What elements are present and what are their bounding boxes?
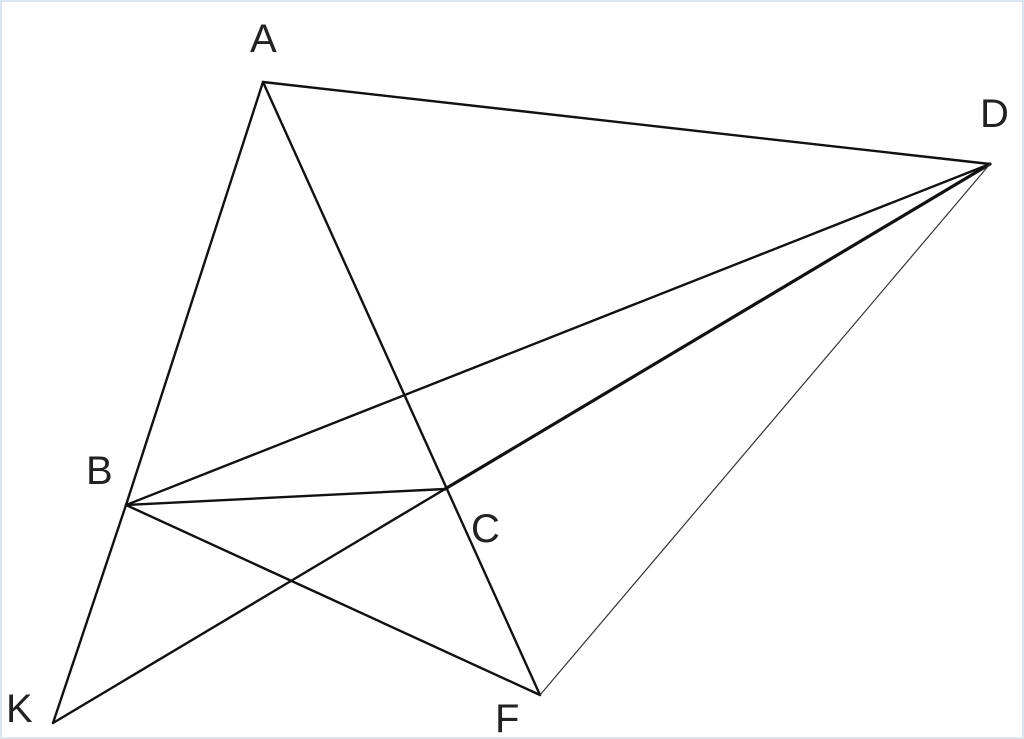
segment-AF [261,80,542,697]
segment-AB [124,80,265,507]
segment-CK [51,487,447,725]
segment-BC [124,487,447,507]
point-label-A: A [250,17,277,61]
segment-BF [124,503,542,697]
segment-AD [261,80,992,166]
point-label-K: K [6,687,33,731]
point-label-D: D [980,92,1009,136]
point-label-F: F [495,697,519,739]
point-label-C: C [471,507,500,551]
segment-DF [539,163,991,696]
segment-BD [124,162,992,507]
segment-layer [51,80,992,725]
segment-CD [443,162,992,491]
segment-BK [51,503,128,725]
point-label-B: B [86,449,113,493]
label-layer: A B C D F K [6,17,1009,739]
